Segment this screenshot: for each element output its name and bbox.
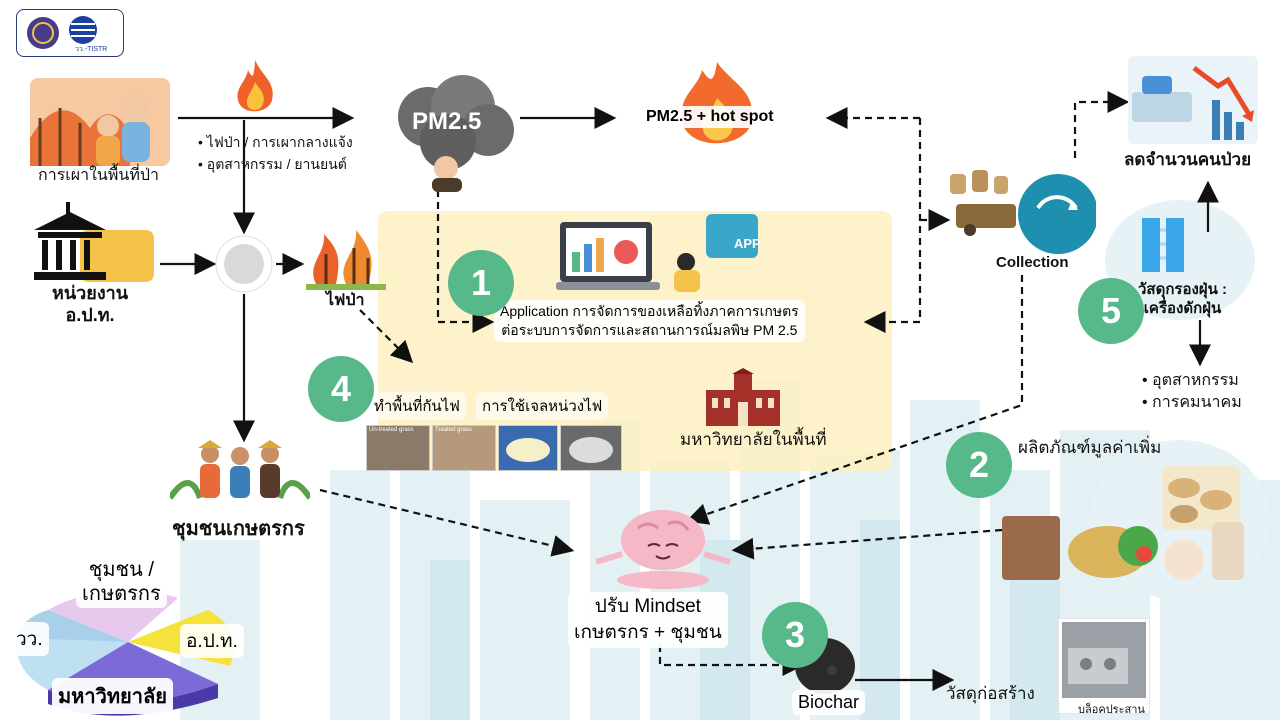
- use-item: • การคมนาคม: [1142, 394, 1242, 411]
- university-building-icon: [706, 368, 780, 426]
- value-added-label: ผลิตภัณฑ์มูลค่าเพิ่ม: [1018, 438, 1162, 457]
- stakeholder-community-label: ชุมชน / เกษตรกร: [76, 556, 167, 608]
- forest-burning-label: การเผาในพื้นที่ป่า: [38, 167, 160, 184]
- brain-mindset-icon: [595, 510, 731, 589]
- stakeholder-agency-label: อ.ป.ท.: [180, 624, 244, 658]
- collection-illustration: [950, 170, 1096, 254]
- untreated-grass-photo: Un-treated grass: [366, 425, 430, 471]
- photo-caption: Treated grass: [435, 427, 472, 433]
- app-badge-label: APP: [734, 236, 761, 251]
- interlocking-brick-photo: [1058, 618, 1150, 714]
- gel-bowl-photo: [498, 425, 558, 471]
- tistr-emblem-icon: [27, 16, 97, 49]
- treated-grass-photo: Treated grass: [432, 425, 496, 471]
- step-5-badge: 5: [1078, 278, 1144, 344]
- logo-text: วว.-TISTR: [75, 46, 108, 53]
- step-3-badge: 3: [762, 602, 828, 668]
- stakeholder-tistr-label: วว.: [10, 622, 49, 656]
- government-building-icon: [34, 202, 154, 282]
- application-illustration: [556, 214, 758, 292]
- hub-circle: [215, 235, 273, 293]
- step-1-badge: 1: [448, 250, 514, 316]
- pm-hotspot-label: PM2.5 + hot spot: [640, 106, 780, 128]
- filter-material-label: วัสดุกรองฝุ่น : เครื่องดักฝุ่น: [1138, 281, 1227, 317]
- firebreak-label: ทำพื้นที่กันไฟ: [368, 392, 466, 420]
- forest-burning-illustration: [30, 78, 170, 166]
- farmers-community-illustration: [170, 440, 310, 500]
- tistr-logo: วว.-TISTR: [16, 9, 124, 57]
- pm25-cloud-icon: [398, 75, 514, 192]
- step-2-badge: 2: [946, 432, 1012, 498]
- agency-label: หน่วยงาน อ.ป.ท.: [52, 283, 129, 325]
- stakeholder-university-label: มหาวิทยาลัย: [52, 678, 173, 714]
- declining-patients-illustration: [1128, 56, 1258, 144]
- value-added-products-illustration: [1002, 466, 1244, 580]
- gel-powder-photo: [560, 425, 622, 471]
- dust-filter-icon: [1142, 218, 1184, 272]
- fire-gel-label: การใช้เจลหน่วงไฟ: [476, 392, 609, 420]
- uses-list: • อุตสาหกรรม • การคมนาคม: [1142, 370, 1242, 414]
- cause-item: • ไฟป่า / การเผากลางแจ้ง: [198, 134, 353, 150]
- step-4-badge: 4: [308, 356, 374, 422]
- reduce-patients-label: ลดจำนวนคนป่วย: [1124, 150, 1252, 169]
- biochar-label: Biochar: [792, 690, 866, 715]
- building-material-label: วัสดุก่อสร้าง: [946, 684, 1035, 703]
- use-item: • อุตสาหกรรม: [1142, 372, 1239, 389]
- photo-caption: Un-treated grass: [369, 427, 414, 433]
- brick-caption: บล็อคประสาน: [1078, 704, 1145, 716]
- wildfire-label: ไฟป่า: [326, 292, 365, 309]
- university-local-label: มหาวิทยาลัยในพื้นที่: [680, 430, 827, 449]
- fire-icon: [237, 60, 273, 112]
- mindset-label: ปรับ Mindset เกษตรกร + ชุมชน: [568, 592, 728, 648]
- application-description: Application การจัดการของเหลือทิ้งภาคการเ…: [494, 300, 805, 342]
- cause-item: • อุตสาหกรรม / ยานยนต์: [198, 156, 347, 172]
- farmers-community-label: ชุมชนเกษตรกร: [172, 518, 305, 540]
- causes-list: • ไฟป่า / การเผากลางแจ้ง • อุตสาหกรรม / …: [198, 131, 353, 175]
- collection-label: Collection: [996, 254, 1069, 271]
- wildfire-trees-icon: [306, 230, 386, 290]
- pm25-cloud-label: PM2.5: [412, 108, 482, 135]
